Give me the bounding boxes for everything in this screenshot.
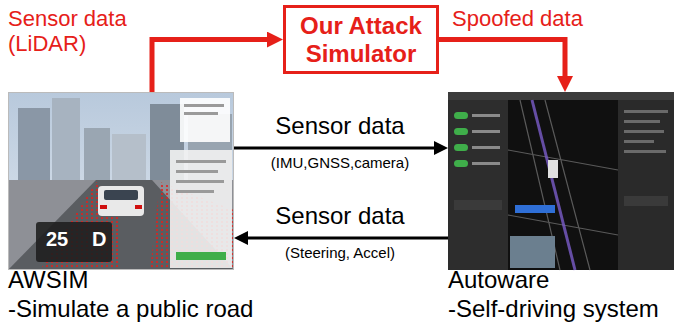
panel-button: [454, 200, 502, 210]
building: [18, 108, 50, 190]
screenshot-frame: [9, 93, 234, 270]
speed-readout: 25: [46, 228, 68, 251]
panel-line: [472, 130, 500, 133]
tail-light: [135, 205, 142, 209]
building: [52, 98, 80, 190]
right-panel: [618, 100, 674, 270]
toggle: [454, 112, 468, 119]
signal-list: (Steering, Accel): [285, 244, 395, 261]
building: [84, 128, 110, 188]
panel-line: [472, 162, 500, 165]
panel-bar: [176, 252, 226, 260]
edge-label: Sensor data (LiDAR): [8, 6, 143, 57]
map-button: [515, 205, 555, 213]
simulator-screenshot: AWSIM-Simulate a public road: [8, 92, 234, 324]
map-view: [508, 100, 618, 270]
panel-line: [624, 130, 664, 133]
panel-line: [184, 112, 218, 115]
connector-arrow: [248, 237, 448, 240]
car-window: [104, 190, 138, 200]
edge-label: Spoofed data: [452, 6, 583, 31]
toggle: [454, 128, 468, 135]
connector-arrow: [234, 147, 434, 150]
signal-list: (IMU,GNSS,camera): [271, 154, 409, 171]
panel-line: [184, 104, 224, 107]
awsim-screenshot: [8, 92, 234, 270]
toggle: [454, 160, 468, 167]
panel-line: [176, 180, 224, 183]
left-panel: [448, 100, 508, 270]
panel-line: [624, 120, 660, 123]
tail-light: [100, 205, 107, 209]
ego-vehicle: [548, 160, 558, 178]
node-title: AWSIM: [8, 266, 234, 295]
connector-arrow: [152, 40, 267, 92]
speed-hud: [36, 222, 112, 262]
edge-label: Sensor data: [275, 112, 404, 140]
top-bar: [448, 92, 674, 100]
panel-line: [624, 140, 654, 143]
app-background: [448, 92, 674, 270]
panel-line: [624, 150, 666, 153]
connector-arrow: [439, 40, 565, 76]
car: [98, 186, 144, 216]
node-description: -Self-driving system: [448, 295, 674, 324]
camera-thumbnail: [510, 236, 555, 268]
node-title: Autoware: [448, 266, 674, 295]
box-title: Our Attack Simulator: [294, 12, 428, 67]
panel-line: [472, 114, 500, 117]
panel-line: [176, 170, 218, 173]
autoware-screenshot: [448, 92, 674, 270]
node-description: -Simulate a public road: [8, 295, 234, 324]
panel-button: [624, 196, 668, 206]
panel-line: [176, 190, 214, 193]
toggle: [454, 144, 468, 151]
panel-line: [472, 146, 500, 149]
building: [112, 134, 146, 188]
map-roads: [508, 100, 618, 270]
info-panel: [170, 150, 232, 268]
panel-line: [176, 160, 226, 163]
edge-label: Sensor data: [275, 202, 404, 230]
system-screenshot: Autoware-Self-driving system: [448, 92, 674, 324]
attack-simulator-box: Our Attack Simulator: [283, 5, 439, 74]
panel-line: [624, 110, 668, 113]
gear-readout: D: [92, 228, 106, 251]
info-panel: [180, 98, 230, 142]
sky: [8, 92, 234, 270]
